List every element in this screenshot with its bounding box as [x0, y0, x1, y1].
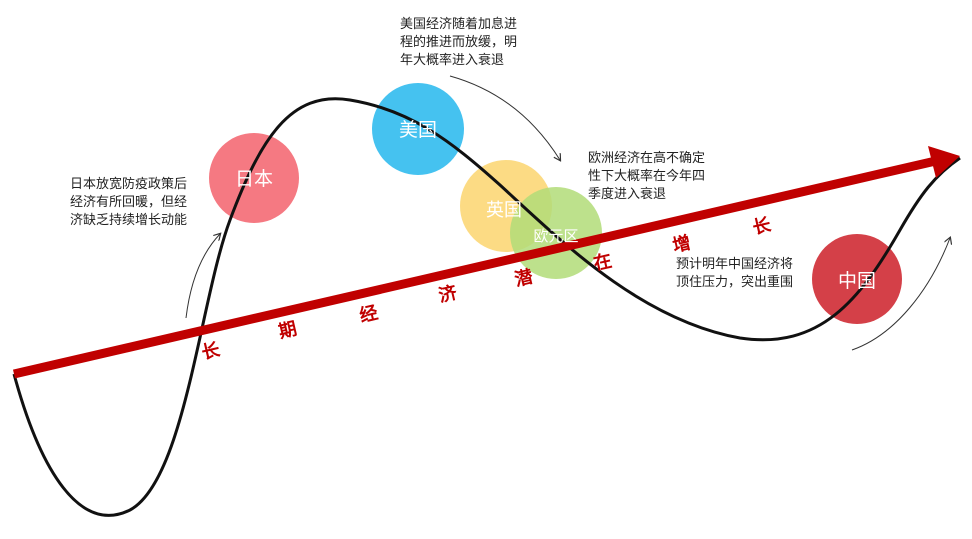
- japan-note-arrow: [185, 234, 220, 319]
- china-label: 中国: [838, 270, 876, 292]
- eurozone-label: 欧元区: [533, 227, 578, 245]
- japan-note: 日本放宽防疫政策后 经济有所回暖，但经 济缺乏持续增长动能: [70, 177, 188, 228]
- china-note: 预计明年中国经济将 顶住压力，突出重围: [676, 257, 794, 290]
- trend-char: 长: [200, 339, 223, 364]
- long-term-trend-arrow: [12, 155, 942, 379]
- trend-char: 经: [357, 301, 379, 326]
- trend-char: 增: [670, 231, 692, 256]
- japan-circle: [209, 133, 299, 223]
- usa-note-arrow: [449, 75, 560, 160]
- usa-note: 美国经济随着加息进 程的推进而放缓，明 年大概率进入衰退: [400, 17, 518, 68]
- trend-char: 期: [277, 318, 299, 343]
- europe-note: 欧洲经济在高不确定 性下大概率在今年四 季度进入衰退: [588, 151, 706, 202]
- trend-char: 潜: [512, 265, 535, 291]
- china-note-arrow: [851, 238, 950, 351]
- usa-label: 美国: [399, 119, 437, 141]
- economic-cycle-curve: [12, 97, 961, 517]
- china-circle: [812, 234, 902, 324]
- trend-char: 济: [436, 281, 459, 307]
- japan-label: 日本: [235, 168, 273, 190]
- usa-circle: [372, 83, 464, 175]
- uk-label: 英国: [486, 200, 522, 221]
- trend-char: 在: [591, 249, 613, 274]
- trend-arrow-head: [928, 146, 960, 178]
- trend-char: 长: [751, 214, 774, 239]
